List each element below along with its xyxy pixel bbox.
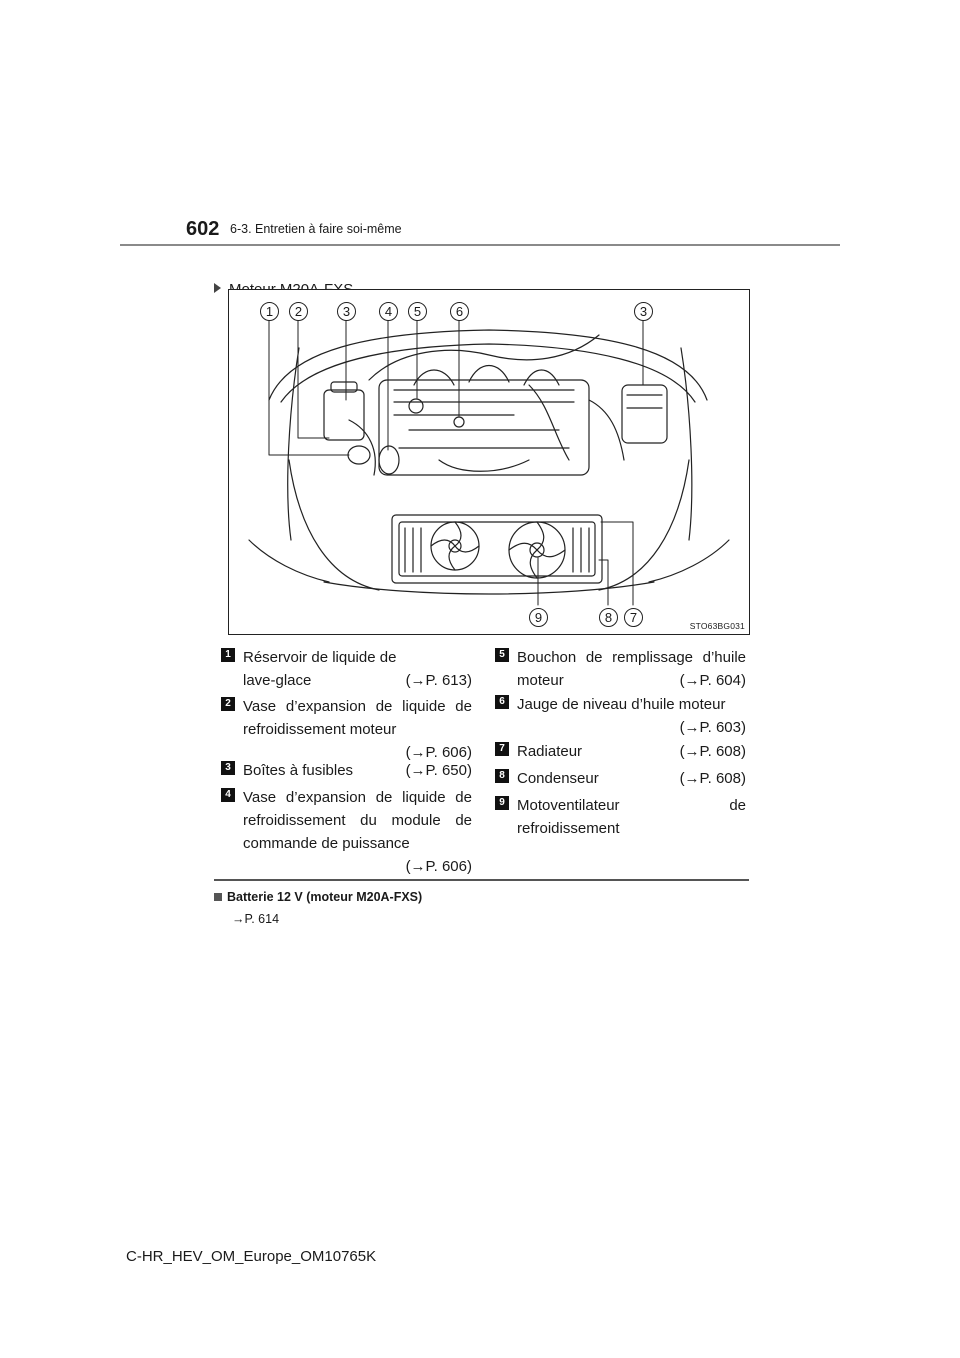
callout-5: 5 <box>408 302 427 321</box>
callout-4: 4 <box>379 302 398 321</box>
page-number: 602 <box>186 218 220 240</box>
legend-number-9: 9 <box>495 796 509 810</box>
legend-8-row: Condenseur (→P. 608) <box>517 767 746 790</box>
legend-item-9: Motoventilateur de refroidissement <box>517 794 746 840</box>
legend-item-7: Radiateur (→P. 608) <box>517 740 746 763</box>
section-divider <box>214 879 749 881</box>
legend-5-line1: Bouchon de remplissage d’huile <box>517 649 746 666</box>
legend-5-row: moteur (→P. 604) <box>517 669 746 692</box>
callout-8: 8 <box>599 608 618 627</box>
legend-item-2: Vase d’expansion de liquide de refroidis… <box>243 695 472 764</box>
section-title: 6-3. Entretien à faire soi-même <box>230 222 402 236</box>
legend-item-6: Jauge de niveau d’huile moteur (→P. 603) <box>517 693 746 739</box>
legend-9-row: Motoventilateur de <box>517 794 746 817</box>
callout-6: 6 <box>450 302 469 321</box>
header-divider <box>120 244 840 246</box>
legend-6-line1: Jauge de niveau d’huile moteur <box>517 696 726 713</box>
legend-9-line2: refroidissement <box>517 820 620 837</box>
legend-9-line1b: de <box>729 797 746 814</box>
legend-number-6: 6 <box>495 695 509 709</box>
square-bullet-icon <box>214 893 222 901</box>
note-heading-text: Batterie 12 V (moteur M20A-FXS) <box>227 890 423 904</box>
document-footer: C-HR_HEV_OM_Europe_OM10765K <box>126 1248 377 1265</box>
legend-number-2: 2 <box>221 697 235 711</box>
legend-number-3: 3 <box>221 761 235 775</box>
legend-4-line1: Vase d’expansion de liquide de <box>243 789 472 806</box>
legend-7-ref: (→P. 608) <box>679 743 746 760</box>
legend-number-5: 5 <box>495 648 509 662</box>
legend-4-line2: refroidissement du module de <box>243 812 472 829</box>
legend-1-line1: Réservoir de liquide de <box>243 649 397 666</box>
legend-2-ref: (→P. 606) <box>405 744 472 761</box>
legend-9-line1: Motoventilateur <box>517 797 620 814</box>
legend-5-line2: moteur <box>517 672 564 689</box>
engine-bay-illustration <box>248 317 730 606</box>
legend-item-3: Boîtes à fusibles (→P. 650) <box>243 759 472 782</box>
legend-1-ref: (→P. 613) <box>405 672 472 689</box>
figure-code: STO63BG031 <box>689 621 745 631</box>
legend-7-row: Radiateur (→P. 608) <box>517 740 746 763</box>
legend-6-ref: (→P. 603) <box>679 719 746 736</box>
legend-1-line2: lave-glace <box>243 672 312 689</box>
callout-3: 3 <box>337 302 356 321</box>
callout-9: 9 <box>529 608 548 627</box>
legend-2-line2: refroidissement moteur <box>243 721 397 738</box>
note-heading: Batterie 12 V (moteur M20A-FXS) <box>214 890 422 904</box>
legend-1-row: lave-glace (→P. 613) <box>243 669 472 692</box>
legend-4-line3: commande de puissance <box>243 835 410 852</box>
legend-2-line1: Vase d’expansion de liquide de <box>243 698 472 715</box>
legend-5-ref: (→P. 604) <box>679 672 746 689</box>
legend-item-8: Condenseur (→P. 608) <box>517 767 746 790</box>
callout-1: 1 <box>260 302 279 321</box>
callout-7: 7 <box>624 608 643 627</box>
legend-3-ref: (→P. 650) <box>405 762 472 779</box>
legend-4-ref: (→P. 606) <box>405 858 472 875</box>
legend-3-line1: Boîtes à fusibles <box>243 762 354 779</box>
legend-number-1: 1 <box>221 648 235 662</box>
legend-number-4: 4 <box>221 788 235 802</box>
legend-8-ref: (→P. 608) <box>679 770 746 787</box>
legend-number-7: 7 <box>495 742 509 756</box>
engine-bay-figure: 1 2 3 4 5 6 3 9 8 7 STO63BG031 <box>228 289 750 635</box>
legend-number-8: 8 <box>495 769 509 783</box>
callout-3b: 3 <box>634 302 653 321</box>
note-page-ref[interactable]: →P. 614 <box>232 912 280 926</box>
legend-3-row: Boîtes à fusibles (→P. 650) <box>243 759 472 782</box>
legend-item-5: Bouchon de remplissage d’huile moteur (→… <box>517 646 746 692</box>
legend-7-line1: Radiateur <box>517 743 583 760</box>
callout-2: 2 <box>289 302 308 321</box>
legend-item-4: Vase d’expansion de liquide de refroidis… <box>243 786 472 878</box>
triangle-bullet-icon <box>214 283 221 293</box>
legend-item-1: Réservoir de liquide de lave-glace (→P. … <box>243 646 472 692</box>
legend-8-line1: Condenseur <box>517 770 599 787</box>
